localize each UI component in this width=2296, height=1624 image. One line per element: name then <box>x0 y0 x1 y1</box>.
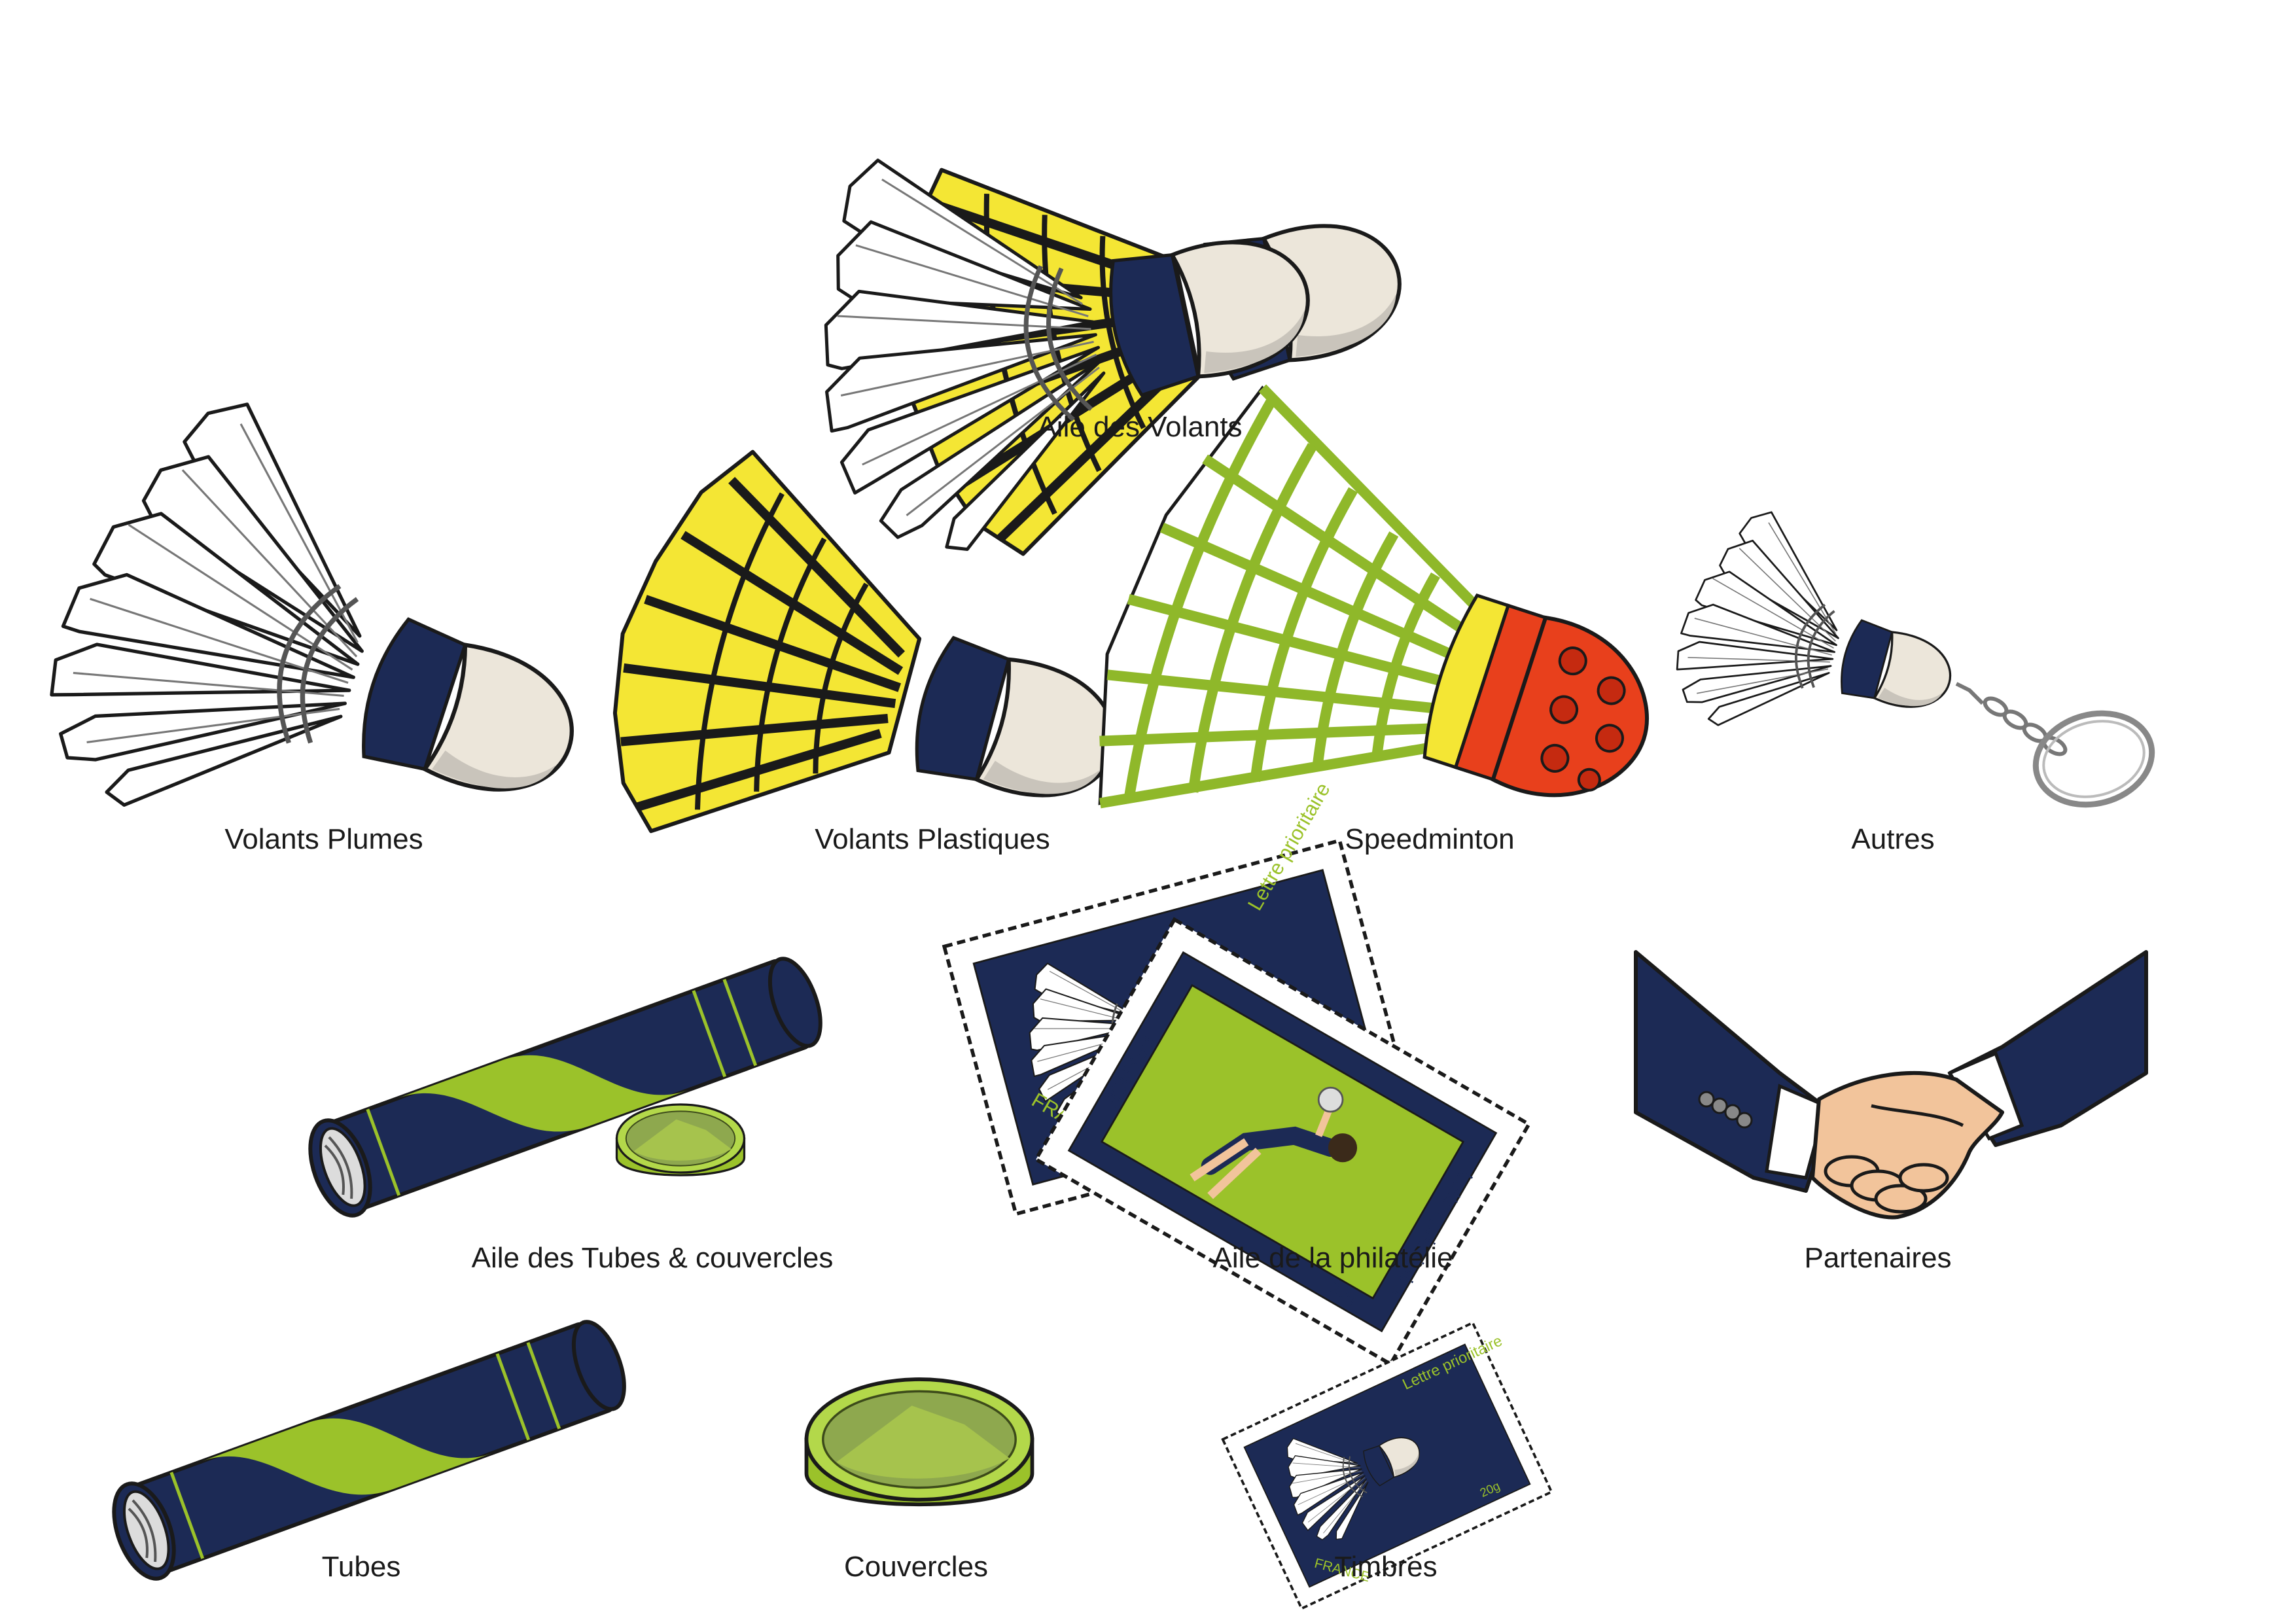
plastic-shuttlecock-icon[interactable] <box>575 432 1163 942</box>
stamps-icon[interactable]: Lettre prioritaire FRANCE Lettre priorit… <box>927 775 1529 1364</box>
label-tubes[interactable]: Tubes <box>321 1551 401 1583</box>
speedminton-shuttle-icon[interactable] <box>1063 368 1710 957</box>
tube-and-lid-icon[interactable] <box>298 949 832 1224</box>
label-speedminton[interactable]: Speedminton <box>1345 823 1515 855</box>
handshake-icon[interactable] <box>1634 950 2148 1220</box>
label-aile-tubes[interactable]: Aile des Tubes & couvercles <box>471 1242 834 1274</box>
label-timbres[interactable]: Timbres <box>1334 1551 1438 1583</box>
label-couvercles[interactable]: Couvercles <box>843 1551 989 1583</box>
shuttlecock-keychain-icon[interactable] <box>1659 496 2162 817</box>
label-aile-philatelie[interactable]: Aile de la philatélie <box>1212 1242 1453 1274</box>
label-partenaires[interactable]: Partenaires <box>1804 1242 1952 1274</box>
label-autres[interactable]: Autres <box>1851 823 1935 855</box>
label-volants-plastiques[interactable]: Volants Plastiques <box>815 823 1050 855</box>
label-aile-volants[interactable]: Aile des Volants <box>1037 411 1243 443</box>
lid-icon[interactable] <box>807 1379 1033 1504</box>
label-volants-plumes[interactable]: Volants Plumes <box>224 823 423 855</box>
tube-icon[interactable] <box>102 1312 635 1587</box>
